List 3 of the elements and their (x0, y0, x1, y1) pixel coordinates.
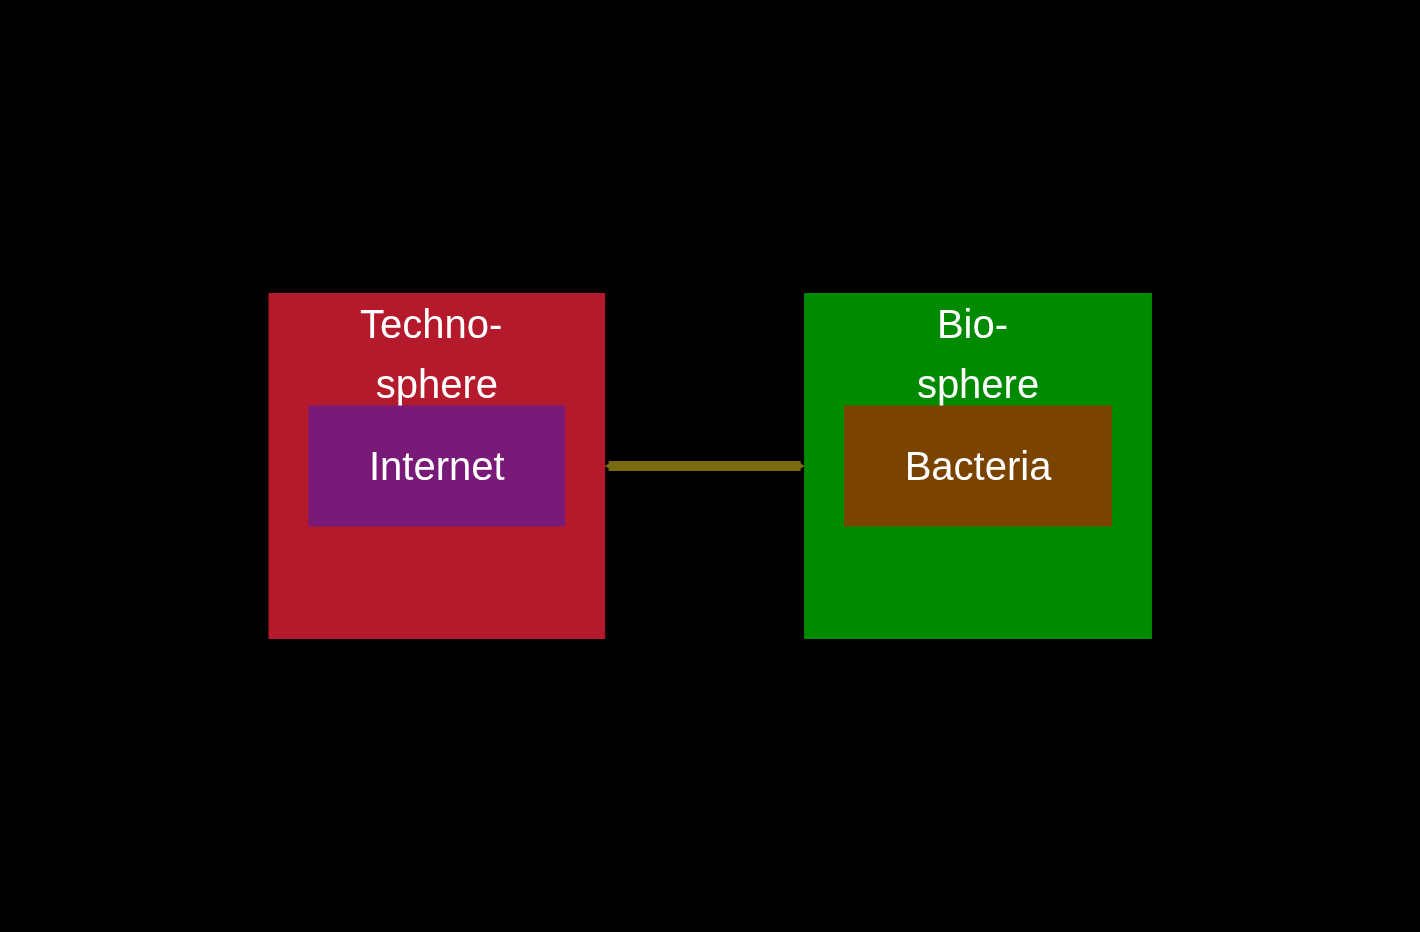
node-box: Internet (308, 405, 565, 527)
arrow (604, 461, 805, 471)
node-box: Bacteria (843, 405, 1112, 527)
